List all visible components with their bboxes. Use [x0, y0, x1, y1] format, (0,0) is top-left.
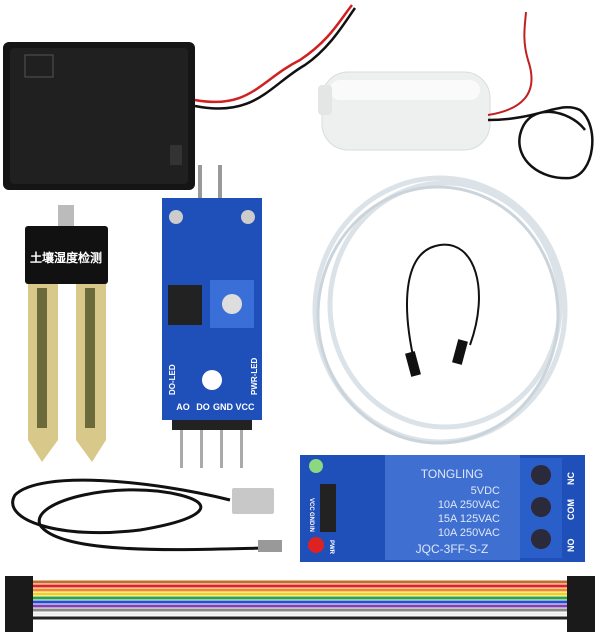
relay-pin-vcc: VCC — [308, 498, 314, 511]
battery-black-wire — [194, 7, 357, 110]
dupont-ribbon-cable — [5, 576, 595, 632]
comparator-module: DO-LED PWR-LED AO DO GND VCC — [162, 165, 262, 468]
terminal-nc: NC — [566, 472, 576, 485]
do-led-label: DO-LED — [168, 364, 177, 395]
pump-wires — [487, 11, 533, 116]
jumper-wire-plug — [452, 339, 468, 365]
relay-pin-in: IN — [308, 526, 314, 532]
terminal-no: NO — [566, 539, 576, 553]
barrel-plug — [258, 540, 282, 552]
relay-pwr-label: PWR — [328, 540, 334, 555]
jumper-wire-plug — [405, 351, 421, 377]
terminal-com: COM — [566, 499, 576, 520]
jumper-wire — [406, 243, 480, 366]
relay-model: JQC-3FF-S-Z — [416, 542, 489, 556]
pin-ao: AO — [176, 402, 190, 412]
relay-brand: TONGLING — [421, 467, 483, 481]
pin-do: DO — [196, 402, 210, 412]
usb-plug — [232, 488, 274, 514]
usb-cable — [11, 478, 266, 552]
soil-moisture-probe: 土壤湿度检测 — [25, 205, 108, 462]
water-pump — [318, 71, 491, 151]
relay-pin-gnd: GND — [308, 512, 314, 526]
relay-rating-1: 5VDC — [471, 485, 500, 497]
pin-gnd: GND — [213, 402, 234, 412]
pwr-led-label: PWR-LED — [250, 357, 259, 395]
pin-vcc: VCC — [235, 402, 255, 412]
silicone-tubing — [312, 175, 568, 445]
relay-rating-3: 15A 125VAC — [438, 513, 500, 525]
relay-module: TONGLING 5VDC 10A 250VAC 15A 125VAC 10A … — [300, 455, 585, 562]
relay-rating-2: 10A 250VAC — [438, 499, 500, 511]
pump-black-wire — [487, 105, 594, 180]
probe-label: 土壤湿度检测 — [30, 250, 102, 265]
relay-rating-4: 10A 250VAC — [438, 527, 500, 539]
battery-box — [3, 42, 195, 190]
battery-red-wire — [194, 4, 353, 104]
